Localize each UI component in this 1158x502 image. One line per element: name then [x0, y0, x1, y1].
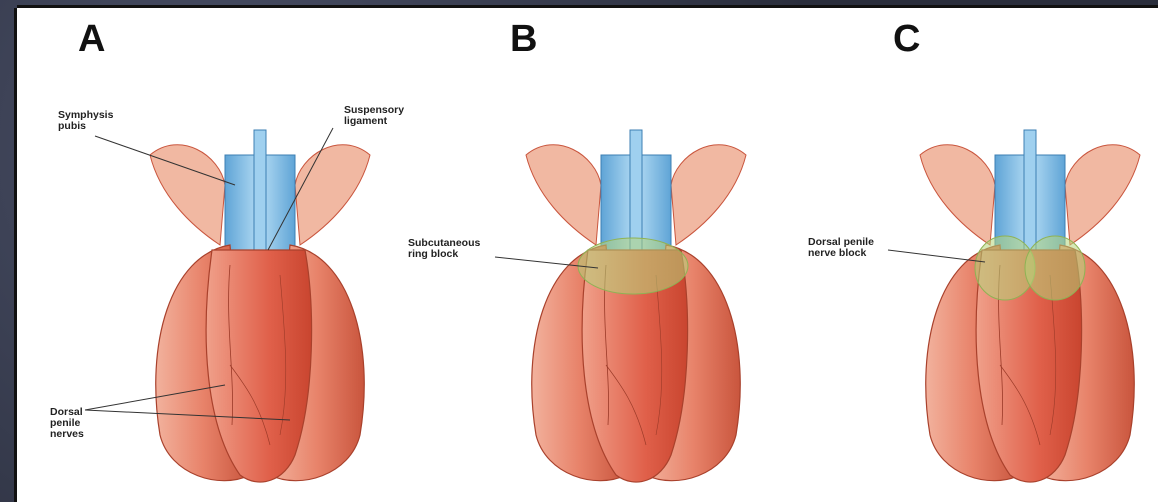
- label-dorsal-penile-nerves: Dorsal penile nerves: [50, 407, 84, 440]
- organ-a: [150, 130, 370, 482]
- panel-letter-b: B: [510, 18, 537, 61]
- label-subcutaneous-ring-block: Subcutaneous ring block: [408, 238, 480, 260]
- panel-letter-a: A: [78, 18, 105, 61]
- label-symphysis-pubis: Symphysis pubis: [58, 110, 113, 132]
- label-dorsal-penile-nerve-block: Dorsal penile nerve block: [808, 237, 874, 259]
- label-suspensory-ligament: Suspensory ligament: [344, 105, 404, 127]
- organ-c: [920, 130, 1140, 482]
- nerve-block-area-right: [1025, 236, 1085, 300]
- panel-letter-c: C: [893, 18, 920, 61]
- ring-block-area: [578, 238, 688, 294]
- organ-b: [526, 130, 746, 482]
